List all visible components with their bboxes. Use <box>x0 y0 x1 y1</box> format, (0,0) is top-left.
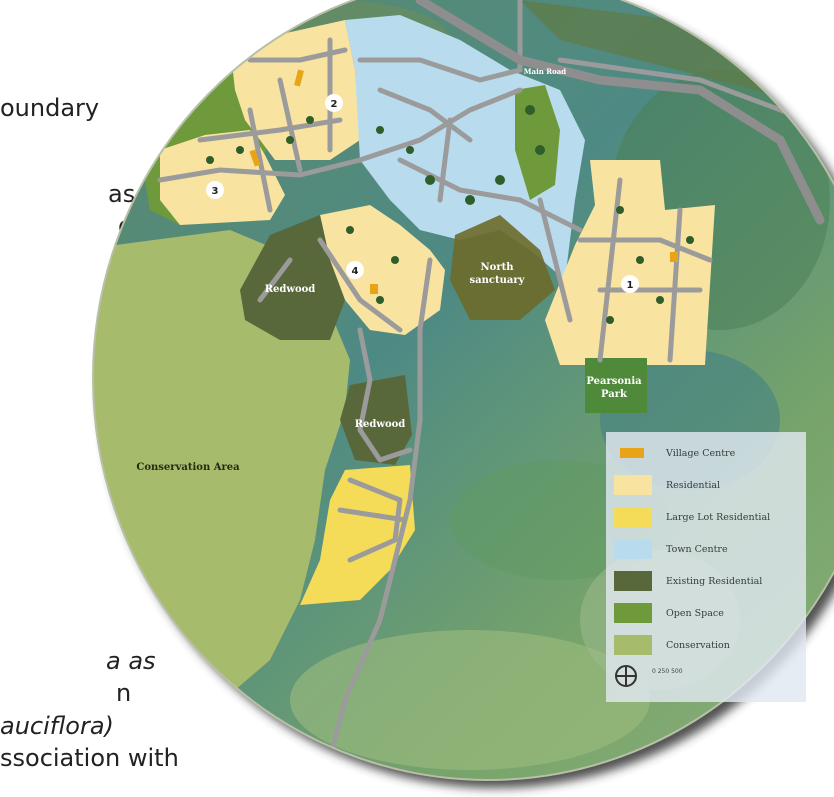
precinct-number-3: 3 <box>212 186 219 197</box>
label-main-road: Main Road <box>524 67 566 76</box>
legend-item-open-space: Open Space <box>614 602 724 624</box>
bg-text-line-4: a as <box>106 647 156 675</box>
legend-swatch <box>614 603 652 623</box>
legend-label: Village Centre <box>666 447 736 459</box>
legend-swatch <box>614 571 652 591</box>
legend-label: Open Space <box>666 607 724 619</box>
existing-residential-redwood-2 <box>340 375 412 465</box>
legend-item-conservation: Conservation <box>614 634 730 656</box>
legend-swatch <box>620 448 644 458</box>
large-lot-residential-sw <box>93 600 185 760</box>
bg-text-line-2: as <box>108 180 136 208</box>
village-centre-marker-4 <box>370 284 378 294</box>
precinct-marker-1: 1 <box>621 275 639 293</box>
park <box>585 358 647 413</box>
legend-label: Large Lot Residential <box>666 511 771 523</box>
bg-text-line-5: n <box>116 679 132 707</box>
label-park-1: Pearsonia <box>586 376 642 387</box>
village-centre-marker-2 <box>294 69 304 87</box>
legend-swatch <box>614 635 652 655</box>
legend-swatch <box>614 539 652 559</box>
village-centre-marker-3 <box>249 149 261 167</box>
legend-swatch <box>614 475 652 495</box>
main-road <box>415 0 825 225</box>
precinct-number-4: 4 <box>352 266 359 277</box>
road-network <box>97 0 834 780</box>
existing-residential-redwood <box>240 215 345 340</box>
legend-swatch <box>614 507 652 527</box>
label-north-sanctuary-2: sanctuary <box>470 275 526 286</box>
village-centre-marker-1 <box>670 252 678 262</box>
bg-text-line-7: ssociation with <box>0 744 179 772</box>
legend-label: Existing Residential <box>666 575 763 587</box>
label-redwood-1: Redwood <box>265 284 316 295</box>
label-park-2: Park <box>601 389 628 400</box>
legend-item-existing-residential: Existing Residential <box>614 570 762 592</box>
legend-label: Town Centre <box>666 543 728 555</box>
legend-item-town-centre: Town Centre <box>614 538 728 560</box>
scale-bar: 0 250 500 <box>652 668 683 675</box>
label-redwood-2: Redwood <box>355 419 406 430</box>
legend-item-large-lot-residential: Large Lot Residential <box>614 506 770 528</box>
label-conservation-area: Conservation Area <box>136 462 240 473</box>
map-legend: Village Centre Residential Large Lot Res… <box>606 432 806 702</box>
disc-rim <box>92 0 834 781</box>
open-space-strip <box>515 85 560 200</box>
precinct-marker-4: 4 <box>346 261 364 279</box>
precinct-marker-3: 3 <box>206 181 224 199</box>
legend-label: Residential <box>666 479 721 491</box>
north-sanctuary <box>450 215 555 320</box>
legend-item-residential: Residential <box>614 474 720 496</box>
precinct-number-1: 1 <box>627 280 634 291</box>
large-lot-residential <box>300 465 415 605</box>
bg-text-line-6: auciflora) <box>0 712 114 740</box>
label-north-sanctuary-1: North <box>481 262 515 273</box>
town-centre <box>345 15 585 280</box>
residential-precinct-4 <box>320 205 445 335</box>
north-arrow-icon <box>615 665 637 687</box>
precinct-number-2: 2 <box>331 99 338 110</box>
precinct-marker-2: 2 <box>325 94 343 112</box>
bg-text-line-1: oundary <box>0 94 100 122</box>
street-trees <box>166 76 694 324</box>
legend-item-village-centre: Village Centre <box>614 442 735 464</box>
legend-label: Conservation <box>666 639 730 651</box>
